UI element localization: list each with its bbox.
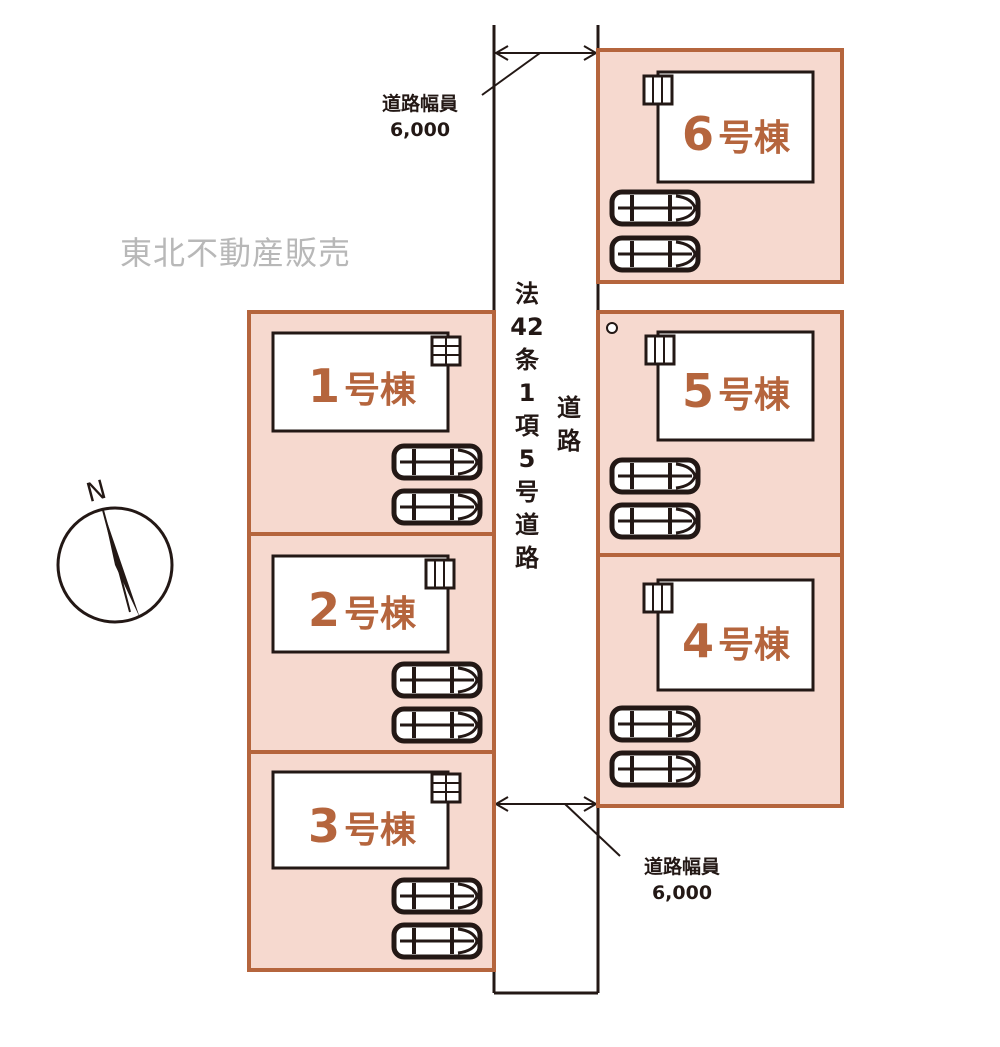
parking-car-icon <box>612 708 698 740</box>
stair-icon <box>644 334 676 366</box>
road-label-left-char: 号 <box>515 478 539 506</box>
road-label-right: 道路 <box>557 394 582 455</box>
house-1-footprint <box>271 331 450 433</box>
parking-car-icon <box>612 505 698 537</box>
lot-6-suffix: 号棟 <box>718 118 791 159</box>
house-2-footprint <box>271 554 450 654</box>
compass-icon: N <box>56 475 174 624</box>
stair-icon <box>642 582 674 614</box>
road-label-left-char: 道 <box>515 511 539 539</box>
parking-car-icon <box>394 446 480 478</box>
lot-3-suffix: 号棟 <box>344 810 417 851</box>
stair-icon <box>424 558 456 590</box>
parking-car-icon <box>394 664 480 696</box>
lot-1-suffix: 号棟 <box>344 370 417 411</box>
road-width-bottom-title: 道路幅員 <box>644 855 720 878</box>
compass-north-label: N <box>83 475 110 509</box>
road-label-left-char: 5 <box>519 445 536 473</box>
road-label-left-char: 法 <box>515 280 539 308</box>
house-5-footprint <box>656 330 815 442</box>
road-label-left-char: 1 <box>519 379 536 407</box>
road-label-left-char: 条 <box>515 346 540 374</box>
road-label-left-char: 項 <box>515 412 540 440</box>
lot-3-number: 3 <box>308 799 340 853</box>
road-width-top-title: 道路幅員 <box>382 92 458 115</box>
house-4-footprint <box>656 578 815 692</box>
road <box>481 25 621 995</box>
lot-4-number: 4 <box>682 614 714 668</box>
stair-icon <box>430 335 462 367</box>
lot-2-number: 2 <box>308 583 340 637</box>
stair-icon <box>430 772 462 804</box>
parking-car-icon <box>612 460 698 492</box>
road-label-right-char: 路 <box>557 427 582 455</box>
stair-icon <box>642 74 674 106</box>
house-6-footprint <box>656 70 815 184</box>
manhole-icon <box>606 322 618 334</box>
road-label-right-char: 道 <box>557 394 581 422</box>
house-3-footprint <box>271 770 450 870</box>
road-width-top-value: 6,000 <box>390 119 450 141</box>
parking-car-icon <box>612 192 698 224</box>
road-label-left-char: 路 <box>515 544 540 572</box>
parking-car-icon <box>394 709 480 741</box>
watermark: 東北不動産販売 <box>120 234 352 272</box>
parking-car-icon <box>394 925 480 957</box>
lot-2-suffix: 号棟 <box>344 594 417 635</box>
road-width-bottom-value: 6,000 <box>652 882 712 904</box>
road-label-left-char: 42 <box>510 313 543 341</box>
lot-1-number: 1 <box>308 359 340 413</box>
lot-5-number: 5 <box>682 364 714 418</box>
parking-car-icon <box>612 753 698 785</box>
lot-6-number: 6 <box>682 107 714 161</box>
parking-car-icon <box>394 491 480 523</box>
road-label-left: 法 42 条 1 項 5 号道路 <box>510 280 543 572</box>
parking-car-icon <box>394 880 480 912</box>
parking-car-icon <box>612 238 698 270</box>
lot-4-suffix: 号棟 <box>718 625 791 666</box>
lot-5-suffix: 号棟 <box>718 375 791 416</box>
